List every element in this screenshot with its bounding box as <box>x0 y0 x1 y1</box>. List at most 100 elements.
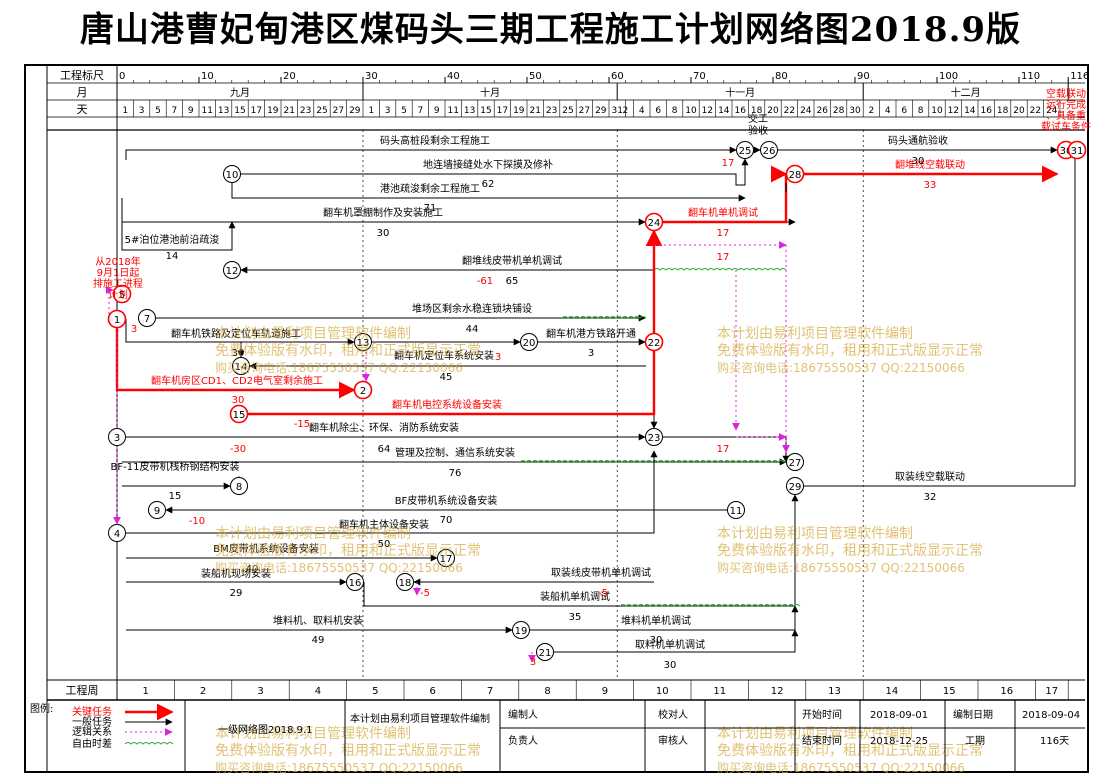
node-5 <box>112 284 132 304</box>
node-3-label: 3 <box>114 433 120 444</box>
day-number: 18 <box>997 106 1009 116</box>
day-number: 31 <box>611 106 622 116</box>
day-number: 21 <box>283 106 294 116</box>
node-9-label: 9 <box>154 506 160 517</box>
float-value: -61 <box>477 276 493 287</box>
task-duration: 62 <box>482 179 495 190</box>
task-duration: 30 <box>232 395 245 406</box>
float-value: 17 <box>717 252 730 263</box>
scale-tick-label: 40 <box>447 71 460 82</box>
watermark-text: 购买咨询电话:18675550537 QQ:22150066 <box>215 560 463 575</box>
task-label: 翻车机港方铁路开通 <box>546 327 636 340</box>
day-number: 12 <box>948 106 959 116</box>
task-label: 翻车机房区CD1、CD2电气室剩余施工 <box>151 374 323 387</box>
task-arrow <box>125 146 737 160</box>
scale-tick-label: 70 <box>693 71 706 82</box>
node-1 <box>107 309 127 329</box>
start-note-line: 排施工进程 <box>93 277 143 290</box>
float-value: 17 <box>722 158 735 169</box>
day-number: 30 <box>849 106 861 116</box>
task-arrow <box>125 319 355 346</box>
legend-item: 自由时差 <box>72 737 112 750</box>
node-20 <box>520 333 538 351</box>
task-label: 取装线皮带机单机调试 <box>551 566 651 579</box>
week-number: 1 <box>143 686 149 697</box>
footer-field: 结束时间 <box>802 734 842 747</box>
legend-label: 图例: <box>30 702 53 715</box>
node-28-label: 28 <box>789 170 802 181</box>
task-duration: 33 <box>924 180 937 191</box>
node-24 <box>644 212 664 232</box>
task-label: 装船机现场安装 <box>201 567 271 580</box>
task-duration: 76 <box>449 468 462 479</box>
watermark-text: 本计划由易利项目管理软件编制 <box>215 526 411 542</box>
float-value: 3 <box>495 352 501 363</box>
day-number: 14 <box>964 106 976 116</box>
task-label: 取料机单机调试 <box>635 638 705 651</box>
task-label: 装船机单机调试 <box>540 590 610 603</box>
node-30-label: 30 <box>1060 146 1073 157</box>
watermark-text: 免费体验版有水印，租用和正式版显示正常 <box>215 543 481 559</box>
node-20-label: 20 <box>523 338 536 349</box>
free-float <box>519 460 791 463</box>
node-15 <box>229 404 249 424</box>
day-number: 19 <box>513 106 525 116</box>
node-19 <box>512 621 530 639</box>
start-note-line: 9月1日起 <box>97 267 140 279</box>
week-number: 7 <box>487 686 493 697</box>
legend-item: 逻辑关系 <box>72 725 112 738</box>
legend-item: 一般任务 <box>72 715 112 728</box>
watermark-text: 本计划由易利项目管理软件编制 <box>717 726 913 742</box>
task-label: 堆料机、取料机安装 <box>273 614 363 627</box>
task-label: 翻车机定位车系统安装 <box>394 349 494 362</box>
watermark-text: 购买咨询电话:18675550537 QQ:22150066 <box>717 760 965 775</box>
day-number: 2 <box>869 106 875 116</box>
node-4-label: 4 <box>114 529 120 540</box>
node-27 <box>786 453 804 471</box>
day-number: 14 <box>718 106 730 116</box>
node-29-label: 29 <box>789 482 802 493</box>
day-number: 4 <box>885 106 891 116</box>
day-number: 5 <box>155 106 161 116</box>
final-note-line: 、具备重 <box>1046 109 1086 122</box>
critical-task-arrow <box>248 229 663 416</box>
footer-version: 一级网络图2018.9.1 <box>218 723 313 736</box>
task-label: 翻车机铁路及定位车轨道施工 <box>171 327 301 340</box>
node-2-label: 2 <box>360 386 366 397</box>
task-label: 管理及控制、通信系统安装 <box>395 446 515 459</box>
task-arrow <box>554 629 799 653</box>
task-arrow <box>121 221 236 251</box>
node-26-label: 26 <box>763 146 776 157</box>
task-duration: 65 <box>506 276 519 287</box>
node-5-label: 5 <box>119 290 125 301</box>
task-duration: 40 <box>246 564 259 575</box>
watermark-text: 本计划由易利项目管理软件编制 <box>717 526 913 542</box>
node-2 <box>353 380 373 400</box>
task-label: 取装线空载联动 <box>895 470 965 483</box>
watermark-text: 本计划由易利项目管理软件编制 <box>215 326 411 342</box>
task-duration: 15 <box>169 491 182 502</box>
watermark-text: 免费体验版有水印，租用和正式版显示正常 <box>717 543 983 559</box>
critical-task-arrow <box>115 310 356 399</box>
day-number: 28 <box>833 106 845 116</box>
task-arrow <box>363 494 799 607</box>
start-note-line: 计划 <box>108 288 128 301</box>
week-number: 15 <box>943 686 956 697</box>
day-number: 20 <box>1013 106 1025 116</box>
week-number: 13 <box>828 686 841 697</box>
node-1-label: 1 <box>114 315 120 326</box>
footer-field: 2018-12-25 <box>870 736 928 747</box>
week-number: 11 <box>713 686 726 697</box>
task-arrow <box>241 158 749 186</box>
footer-field: 工期 <box>965 735 985 747</box>
final-note-line: 空载联动 <box>1046 87 1086 100</box>
day-number: 7 <box>172 106 178 116</box>
task-label: BM皮带机系统设备安装 <box>213 542 319 555</box>
day-number: 11 <box>447 106 458 116</box>
free-float <box>561 316 647 319</box>
task-duration: 71 <box>424 203 437 214</box>
day-number: 10 <box>931 106 943 116</box>
day-number: 13 <box>464 106 475 116</box>
handover-note-2: 验收 <box>748 124 768 137</box>
